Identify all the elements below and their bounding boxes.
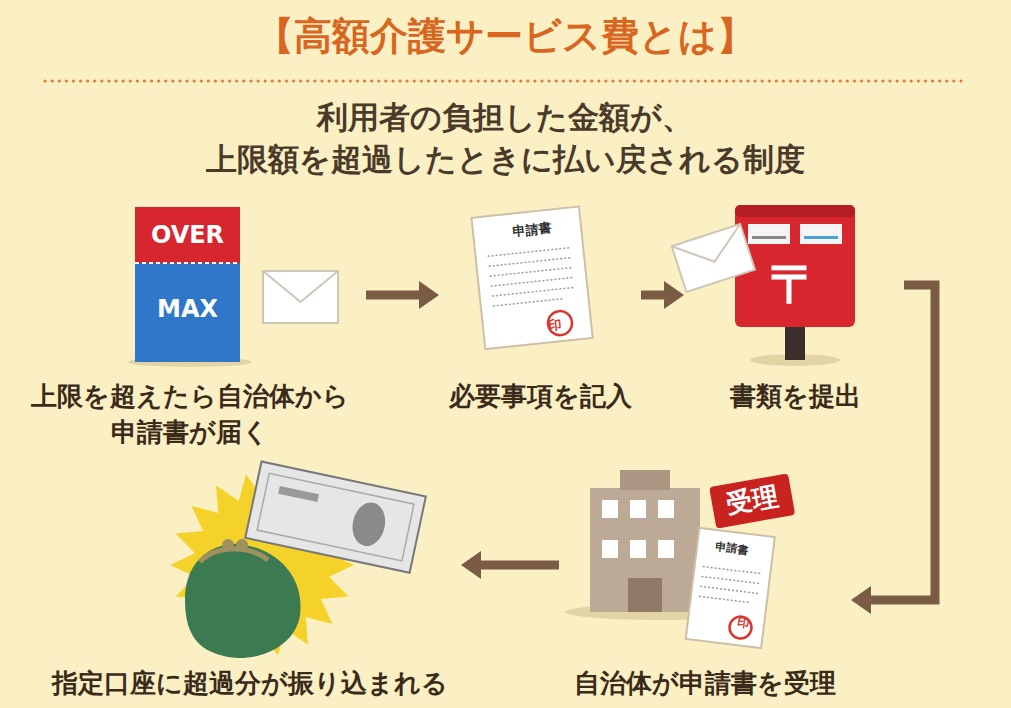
banner-label: OVER [135, 220, 240, 250]
subtitle: 利用者の負担した金額が、 上限額を超過したときに払い戻される制度 [105, 96, 905, 180]
arrow-head [461, 551, 481, 579]
flow-arrow [641, 281, 684, 309]
step-caption: 上限を超えたら自治体から 申請書が届く [20, 378, 360, 450]
arrow-shaft [871, 285, 935, 600]
stamp-text: 受理 [709, 475, 794, 524]
dotted-rule [45, 80, 966, 83]
process-step: 必要事項を記入 [445, 200, 635, 445]
step-caption: 指定口座に超過分が振り込まれる [45, 665, 455, 701]
arrow-head [419, 281, 439, 309]
flow-arrow [851, 285, 935, 614]
process-step: 自治体が申請書を受理 [565, 450, 845, 695]
application-form [471, 207, 592, 350]
seal-mark: 印 [729, 612, 757, 633]
title: 【高額介護サービス費とは】 [0, 10, 1011, 62]
process-step: 上限を超えたら自治体から 申請書が届く [20, 200, 360, 445]
seal-mark: 印 [541, 315, 569, 336]
arrow-shaft [366, 291, 419, 300]
arrow-shaft [481, 561, 559, 570]
money-purse [170, 462, 426, 658]
arrow-head [664, 281, 684, 309]
step-caption: 必要事項を記入 [445, 378, 635, 414]
envelope [263, 271, 338, 323]
process-step: 指定口座に超過分が振り込まれる [45, 450, 455, 695]
process-step: 書類を提出 [690, 200, 900, 445]
flow-arrow [461, 551, 559, 579]
banner-label: MAX [135, 294, 240, 324]
postal-mark: 〒 [765, 254, 825, 314]
application-form [686, 528, 775, 648]
received-stamp [709, 473, 795, 528]
flow-arrow [366, 281, 439, 309]
over-max-banner [128, 207, 252, 367]
postbox [735, 205, 855, 366]
step-caption: 書類を提出 [690, 378, 900, 414]
arrow-shaft [641, 291, 664, 300]
step-caption: 自治体が申請書を受理 [565, 665, 845, 701]
envelope [672, 224, 755, 292]
arrow-head [851, 586, 871, 614]
